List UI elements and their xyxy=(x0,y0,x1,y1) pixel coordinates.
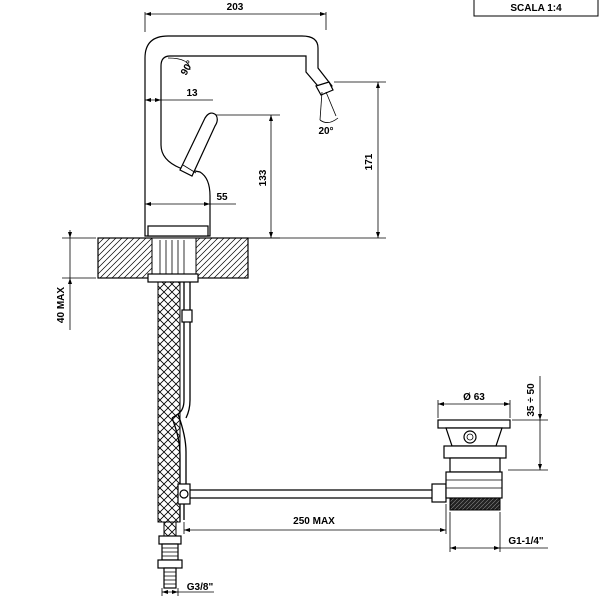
pop-up-rod xyxy=(171,282,447,522)
dim-supply-thread: G3/8" xyxy=(187,582,214,593)
dim-swivel-angle: 90° xyxy=(179,59,196,78)
scale-label-box: SCALA 1:4 xyxy=(473,0,599,17)
waste-assembly xyxy=(437,419,511,511)
supply-hose xyxy=(157,281,183,589)
dim-waste-thread: G1-1/4" xyxy=(508,536,544,547)
dim-waste-height: 35 ÷ 50 xyxy=(526,383,537,417)
deck-section xyxy=(97,237,249,283)
dim-spout-tilt: 20° xyxy=(318,126,333,137)
dim-rod-length: 250 MAX xyxy=(293,516,335,527)
dimension-lines: 203 90° 13 20° 133 171 55 40 MAX xyxy=(56,2,548,596)
dim-deck-thickness: 40 MAX xyxy=(56,287,67,323)
dim-lever-height: 133 xyxy=(258,169,269,186)
dim-lever-offset: 13 xyxy=(186,88,198,99)
dim-spout-reach: 203 xyxy=(227,2,244,13)
scale-label: SCALA 1:4 xyxy=(510,3,562,14)
faucet-body xyxy=(144,35,337,237)
dim-base-width: 55 xyxy=(216,192,228,203)
dim-total-height: 171 xyxy=(364,153,375,170)
dim-waste-diameter: Ø 63 xyxy=(463,392,485,403)
